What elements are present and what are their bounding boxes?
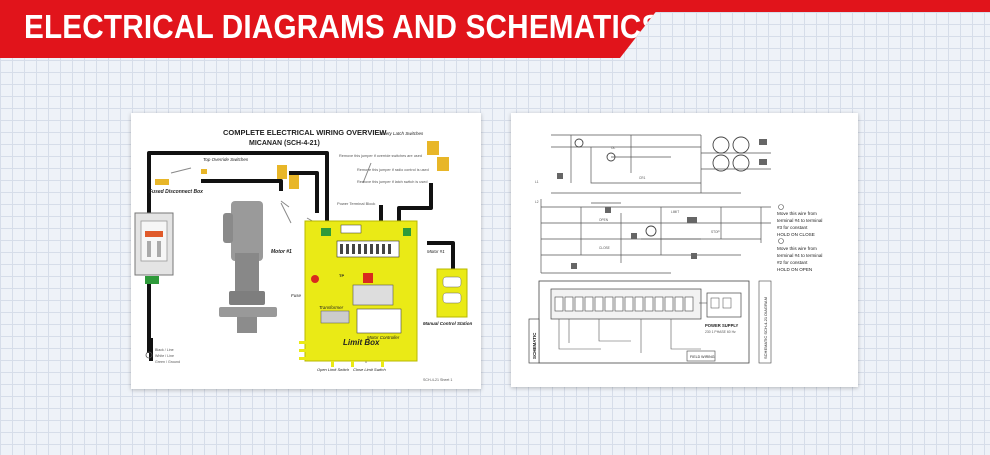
wiring-footer: SCH-4-21 Sheet 1 xyxy=(423,378,452,382)
svg-text:CR1: CR1 xyxy=(639,176,646,180)
label-top-override: Top Override Switches xyxy=(203,157,249,162)
page-title: ELECTRICAL DIAGRAMS AND SCHEMATICS xyxy=(24,8,662,45)
note-1: Move this wire from terminal #4 to termi… xyxy=(777,211,824,237)
label-open-limit: Open Limit Switch xyxy=(317,367,350,372)
legend-white: White / Line xyxy=(155,354,174,358)
label-manual-station: Manual Control Station xyxy=(423,321,472,326)
label-power-supply-sub: 230 1 PHASE 60 Hz xyxy=(705,330,736,334)
label-motor: Motor #1 xyxy=(271,249,292,255)
wiring-subtitle: MICANAN (SCH-4-21) xyxy=(249,140,320,147)
label-power-supply: POWER SUPPLY xyxy=(705,323,739,328)
side-label: SCHEMATIC xyxy=(532,332,537,359)
label-close-limit: Close Limit Switch xyxy=(353,367,386,372)
svg-text:L2: L2 xyxy=(535,200,539,204)
label-fuse: Fuse xyxy=(291,293,302,298)
note-jumper-3: Remove this jumper if latch switch is us… xyxy=(357,180,427,184)
label-safety-latch: Safety Latch Switches xyxy=(379,131,424,136)
label-transformer: Transformer xyxy=(319,305,344,310)
svg-text:OPEN: OPEN xyxy=(599,218,609,222)
note-jumper-1: Remove this jumper if override switches … xyxy=(339,154,422,158)
label-field-wiring: FIELD WIRING xyxy=(690,355,715,359)
svg-text:OL: OL xyxy=(611,146,615,150)
svg-text:LIMIT: LIMIT xyxy=(671,210,679,214)
svg-text:L1: L1 xyxy=(535,180,539,184)
svg-text:CLOSE: CLOSE xyxy=(599,246,610,250)
note-jumper-2: Remove this jumper if radio control is u… xyxy=(357,168,429,172)
label-power-block: Power Terminal Block xyxy=(337,201,375,206)
svg-text:STOP: STOP xyxy=(711,230,720,234)
label-tp-terminals: TP xyxy=(339,273,344,278)
title-banner: ELECTRICAL DIAGRAMS AND SCHEMATICS xyxy=(0,0,665,58)
note-2: Move this wire from terminal #4 to termi… xyxy=(777,246,824,272)
label-limit-box: Limit Box xyxy=(343,338,380,347)
vertical-title: SCHEMATIC SCH-4-21 DIAGRAM xyxy=(763,297,768,359)
schematic-notes: Move this wire from terminal #4 to termi… xyxy=(777,204,824,272)
legend-black: Black / Line xyxy=(155,348,174,352)
label-fused-disconnect: Fused Disconnect Box xyxy=(149,189,203,195)
wiring-diagram-graphic: COMPLETE ELECTRICAL WIRING OVERVIEW MICA… xyxy=(134,128,472,382)
label-motor-controller: Motor Controller xyxy=(367,335,400,340)
legend-green: Green / Ground xyxy=(155,360,180,364)
wiring-title: COMPLETE ELECTRICAL WIRING OVERVIEW xyxy=(223,128,387,137)
label-motor-right: Motor #1 xyxy=(427,249,445,254)
wiring-overview-diagram[interactable]: COMPLETE ELECTRICAL WIRING OVERVIEW MICA… xyxy=(131,113,481,389)
